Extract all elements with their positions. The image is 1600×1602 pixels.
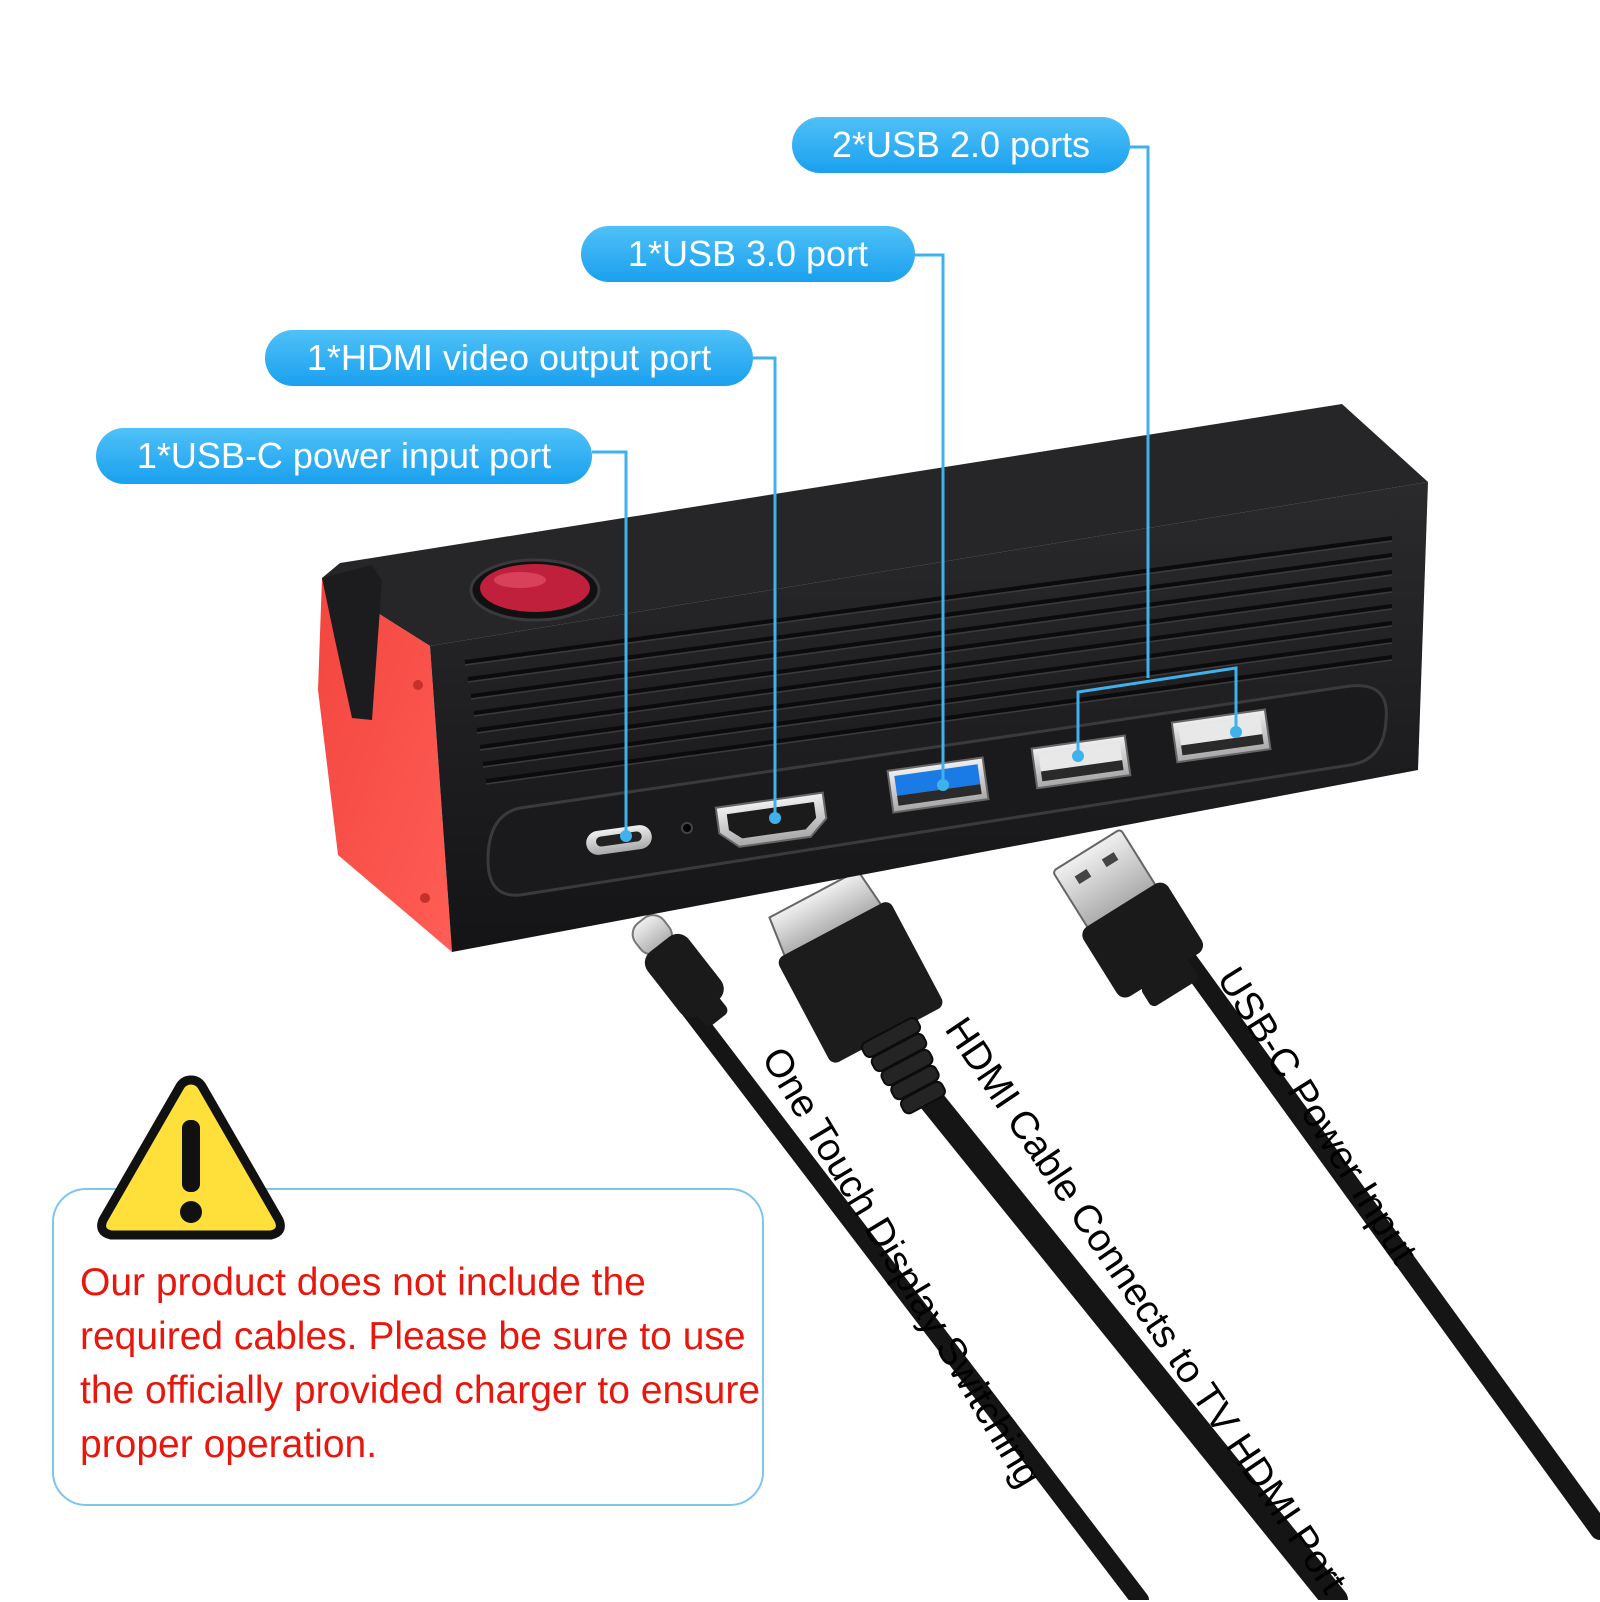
leader-dots bbox=[620, 726, 1242, 842]
notice-box bbox=[52, 1188, 764, 1506]
usb2-port-2[interactable] bbox=[1170, 708, 1272, 764]
warning-triangle-icon bbox=[97, 1075, 285, 1240]
dock-body bbox=[318, 404, 1428, 952]
usbc-callout: 1*USB-C power input port bbox=[96, 428, 592, 484]
display-switch-button[interactable] bbox=[469, 558, 601, 622]
usb-a-plug bbox=[1053, 829, 1204, 1007]
cables bbox=[681, 940, 1600, 1600]
leader-lines bbox=[592, 145, 1238, 836]
hdmi-plug bbox=[768, 869, 946, 1115]
hdmi-callout: 1*HDMI video output port bbox=[265, 330, 753, 386]
indicator-led bbox=[681, 822, 693, 834]
usb2-callout: 2*USB 2.0 ports bbox=[792, 117, 1130, 173]
usb3-callout: 1*USB 3.0 port bbox=[581, 226, 915, 282]
notice-text: Our product does not include the require… bbox=[80, 1261, 761, 1466]
usb-c-plug bbox=[631, 914, 728, 1027]
